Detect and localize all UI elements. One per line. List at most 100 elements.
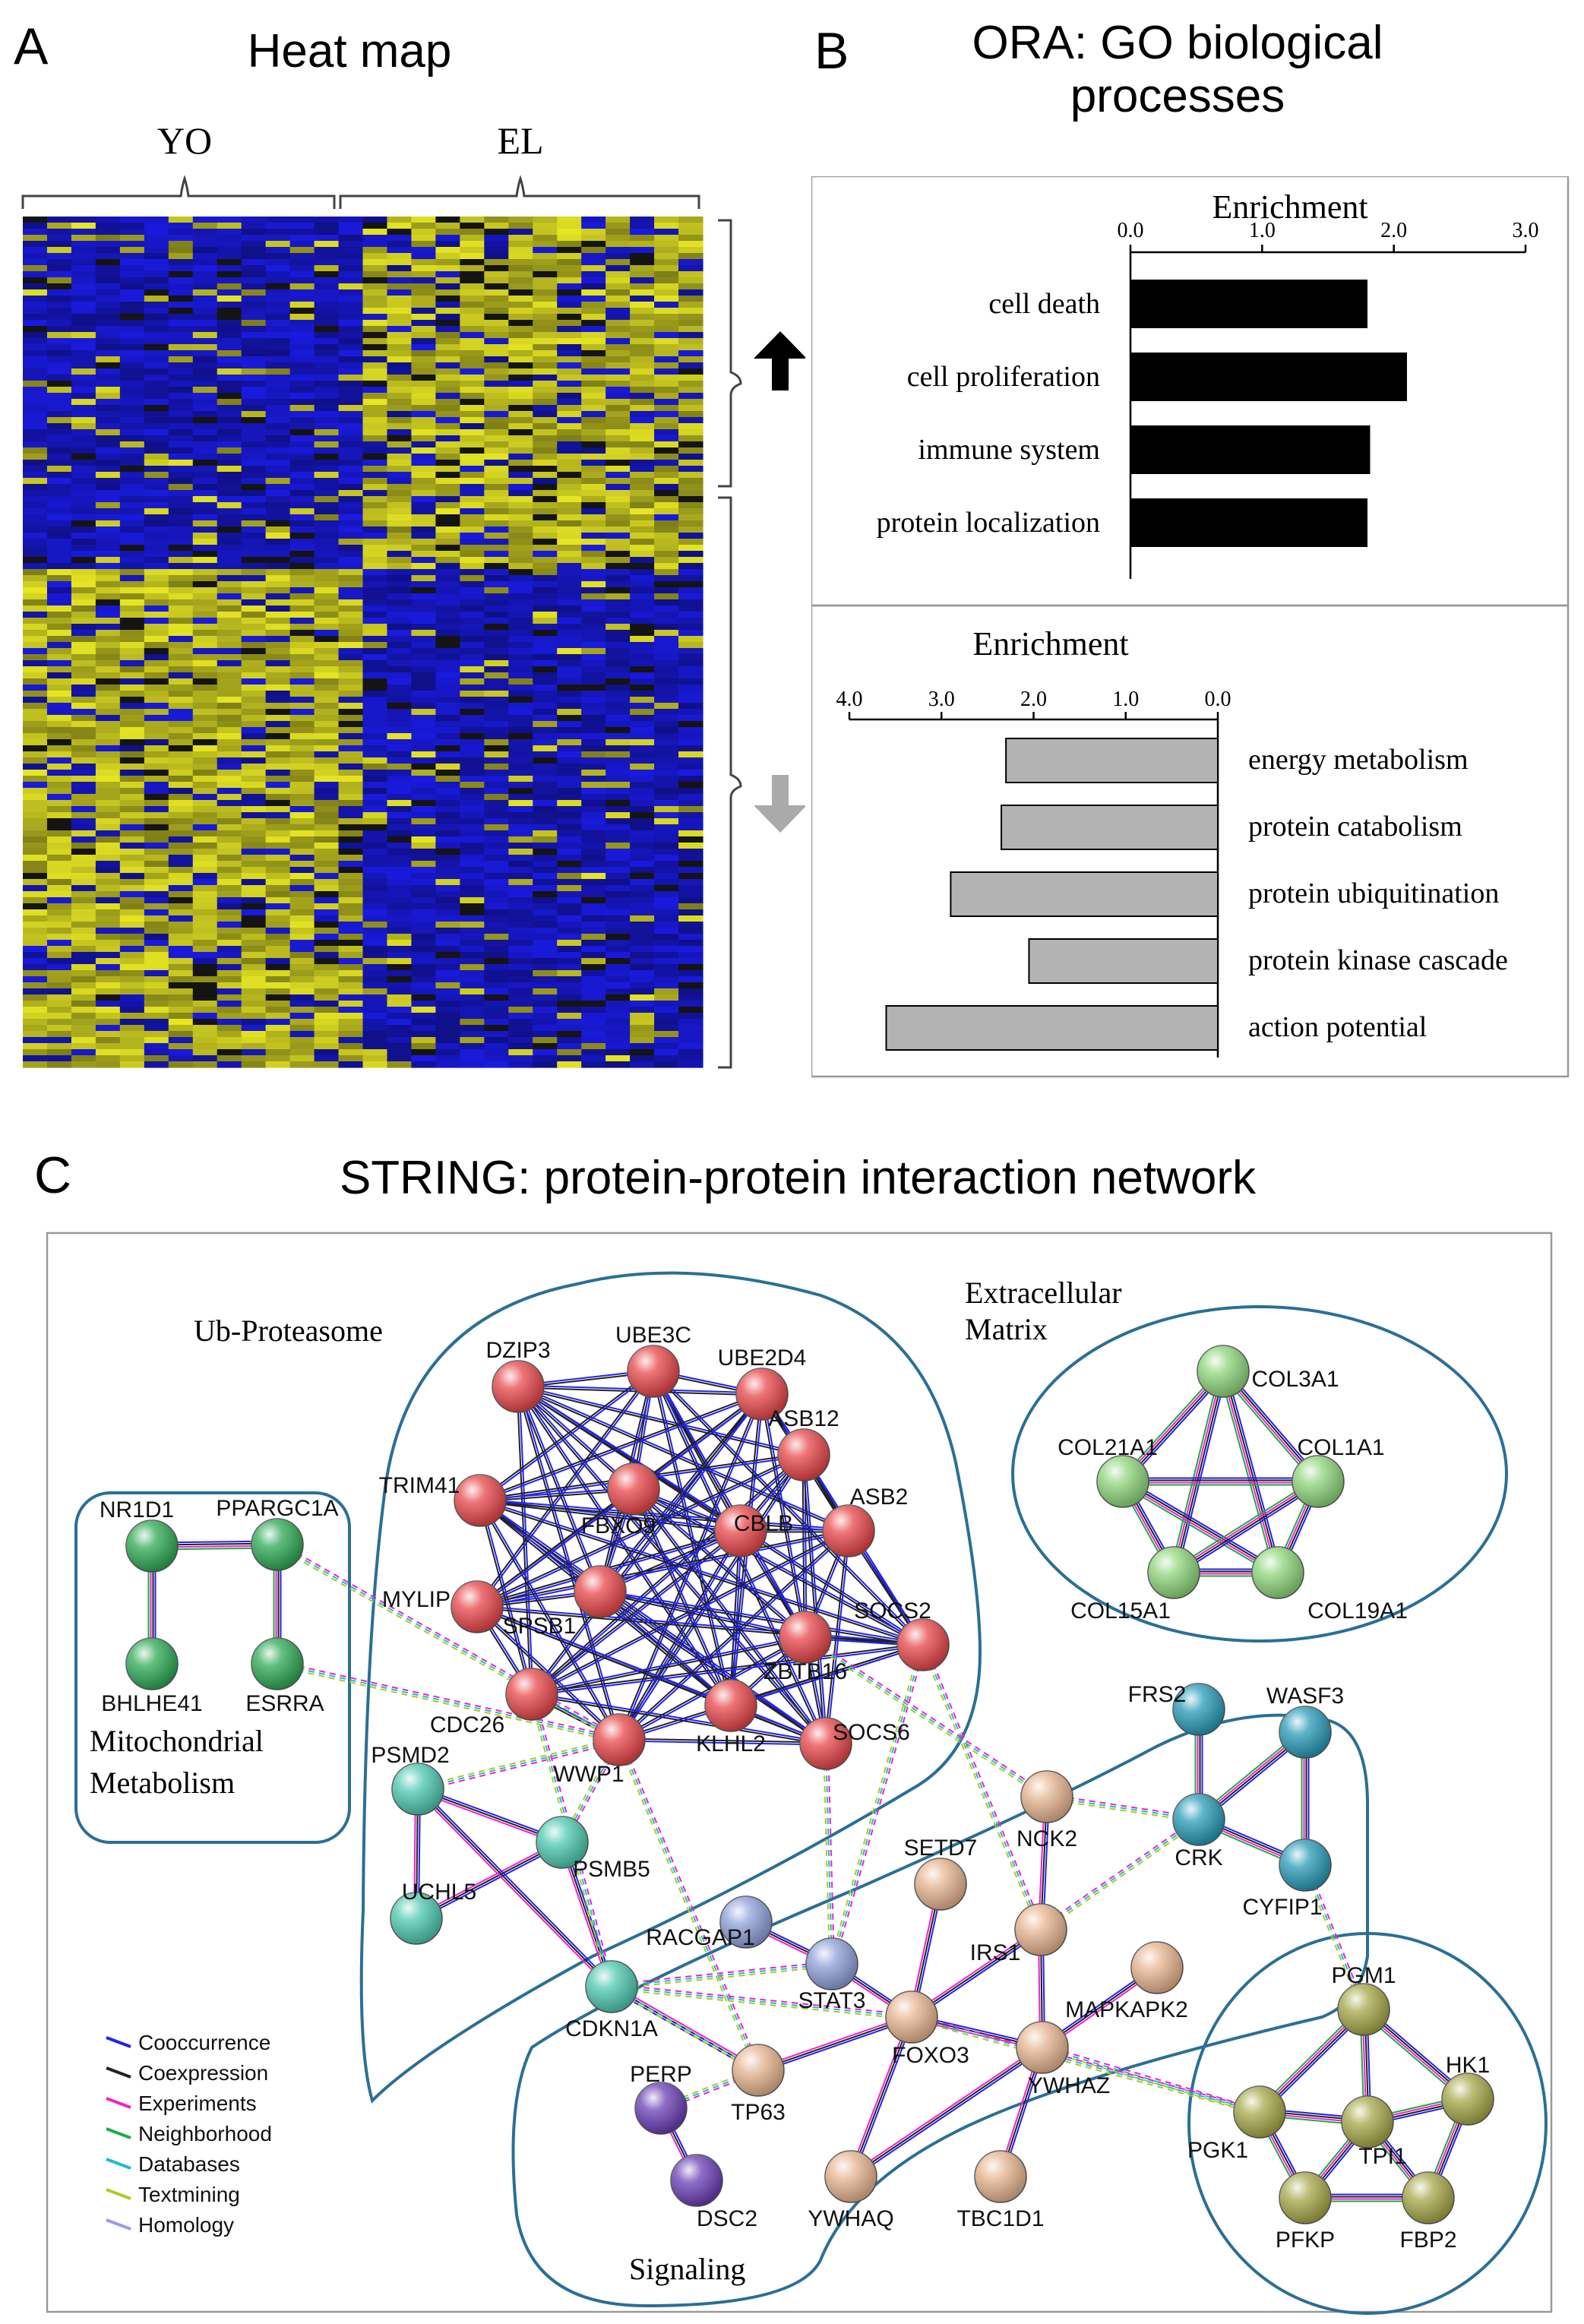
node-ywhaz[interactable]: YWHAZ — [1016, 2021, 1110, 2098]
heatmap-cell — [23, 873, 48, 880]
heatmap-cell — [581, 387, 606, 394]
node-tbc1d1[interactable]: TBC1D1 — [956, 2150, 1045, 2231]
node-perp[interactable]: PERP — [630, 2062, 692, 2135]
heatmap-cell — [411, 818, 436, 825]
heatmap-cell — [338, 247, 364, 254]
node-esrra[interactable]: ESRRA — [245, 1637, 324, 1716]
heatmap-cell — [119, 466, 145, 473]
heatmap-cell — [508, 411, 533, 418]
node-col15a1[interactable]: COL15A1 — [1070, 1546, 1200, 1624]
node-label: NCK2 — [1016, 1826, 1077, 1851]
heatmap-cell — [435, 259, 460, 266]
node-irs1[interactable]: IRS1 — [970, 1903, 1067, 1965]
heatmap-cell — [484, 533, 509, 539]
node-socs6[interactable]: SOCS6 — [799, 1717, 910, 1770]
heatmap-cell — [581, 241, 606, 248]
heatmap-cell — [46, 557, 72, 564]
heatmap-cell — [119, 332, 145, 339]
node-pgm1[interactable]: PGM1 — [1331, 1963, 1396, 2036]
heatmap-cell — [95, 308, 121, 315]
node-dzip3[interactable]: DZIP3 — [485, 1338, 551, 1413]
node-bhlhe41[interactable]: BHLHE41 — [101, 1637, 203, 1716]
heatmap-cell — [362, 988, 388, 995]
heatmap-cell — [533, 417, 558, 424]
heatmap-cell — [630, 745, 655, 752]
heatmap-cell — [289, 782, 315, 789]
node-tpi1[interactable]: TPI1 — [1341, 2095, 1407, 2169]
node-racgap1[interactable]: RACGAP1 — [646, 1896, 773, 1950]
node-psmd2[interactable]: PSMD2 — [371, 1743, 450, 1816]
heatmap-cell — [533, 982, 558, 989]
node-ywhaq[interactable]: YWHAQ — [808, 2150, 894, 2231]
heatmap-cell — [484, 867, 509, 874]
node-pfkp[interactable]: PFKP — [1276, 2171, 1335, 2253]
node-asb12[interactable]: ASB12 — [768, 1406, 839, 1481]
heatmap-cell — [71, 375, 96, 381]
node-wasf3[interactable]: WASF3 — [1266, 1684, 1344, 1759]
heatmap-cell — [23, 1061, 48, 1068]
node-col3a1[interactable]: COL3A1 — [1197, 1345, 1339, 1398]
node-wwp1[interactable]: WWP1 — [553, 1713, 646, 1787]
heatmap-cell — [241, 788, 267, 795]
heatmap-cell — [119, 606, 145, 612]
heatmap-cell — [654, 879, 679, 886]
node-dsc2[interactable]: DSC2 — [670, 2154, 757, 2231]
heatmap-cell — [217, 253, 242, 260]
node-mylip[interactable]: MYLIP — [382, 1580, 504, 1633]
heatmap-cell — [484, 283, 509, 290]
node-foxo3[interactable]: FOXO3 — [885, 1990, 969, 2068]
node-crk[interactable]: CRK — [1172, 1793, 1225, 1870]
node-zbtb16[interactable]: ZBTB16 — [764, 1611, 847, 1684]
heatmap-cell — [265, 703, 291, 710]
heatmap-cell — [241, 545, 267, 552]
node-col21a1[interactable]: COL21A1 — [1058, 1435, 1158, 1508]
heatmap-cell — [314, 1061, 340, 1068]
node-mapkapk2[interactable]: MAPKAPK2 — [1065, 1941, 1188, 2022]
heatmap-cell — [119, 271, 145, 278]
node-spsb1[interactable]: SPSB1 — [503, 1565, 627, 1639]
heatmap-cell — [241, 630, 267, 637]
node-col1a1[interactable]: COL1A1 — [1292, 1435, 1385, 1508]
node-ube2d4[interactable]: UBE2D4 — [718, 1345, 807, 1421]
node-cdkn1a[interactable]: CDKN1A — [565, 1960, 658, 2041]
node-tp63[interactable]: TP63 — [731, 2044, 786, 2125]
node-asb2[interactable]: ASB2 — [822, 1485, 908, 1557]
node-nck2[interactable]: NCK2 — [1016, 1770, 1077, 1851]
node-fbp2[interactable]: FBP2 — [1399, 2171, 1457, 2253]
heatmap-cell — [289, 1061, 315, 1068]
node-uchl5[interactable]: UCHL5 — [390, 1880, 476, 1945]
node-ube3c[interactable]: UBE3C — [615, 1323, 691, 1398]
node-klhl2[interactable]: KLHL2 — [696, 1679, 766, 1756]
node-socs2[interactable]: SOCS2 — [854, 1598, 950, 1671]
heatmap-cell — [557, 575, 582, 582]
heatmap-cell — [678, 435, 703, 442]
heatmap-cell — [144, 368, 169, 375]
node-nr1d1[interactable]: NR1D1 — [100, 1497, 179, 1573]
node-frs2[interactable]: FRS2 — [1128, 1682, 1225, 1736]
node-cyfip1[interactable]: CYFIP1 — [1242, 1839, 1332, 1920]
heatmap-cell — [533, 697, 558, 704]
node-hk1[interactable]: HK1 — [1441, 2053, 1494, 2126]
node-setd7[interactable]: SETD7 — [904, 1835, 978, 1911]
node-psmb5[interactable]: PSMB5 — [536, 1816, 650, 1882]
heatmap-cell — [435, 915, 460, 922]
node-col19a1[interactable]: COL19A1 — [1251, 1546, 1408, 1624]
node-cdc26[interactable]: CDC26 — [430, 1668, 558, 1737]
node-trim41[interactable]: TRIM41 — [379, 1473, 507, 1527]
heatmap-cell — [362, 751, 388, 758]
heatmap-cell — [533, 539, 558, 545]
node-pgk1[interactable]: PGK1 — [1187, 2085, 1286, 2163]
node-ppargc1a[interactable]: PPARGC1A — [216, 1496, 339, 1571]
heatmap-cell — [168, 843, 194, 849]
heatmap-cell — [95, 776, 121, 783]
node-cblb[interactable]: CBLB — [714, 1504, 793, 1557]
node-fbxo9[interactable]: FBXO9 — [581, 1462, 660, 1538]
heatmap-cell — [533, 302, 558, 308]
heatmap-cell — [581, 691, 606, 697]
node-stat3[interactable]: STAT3 — [798, 1937, 866, 2013]
heatmap-cell — [435, 630, 460, 637]
heatmap-cell — [23, 557, 48, 564]
heatmap-cell — [241, 368, 267, 375]
heatmap-cell — [557, 800, 582, 807]
heatmap-cell — [71, 770, 96, 776]
